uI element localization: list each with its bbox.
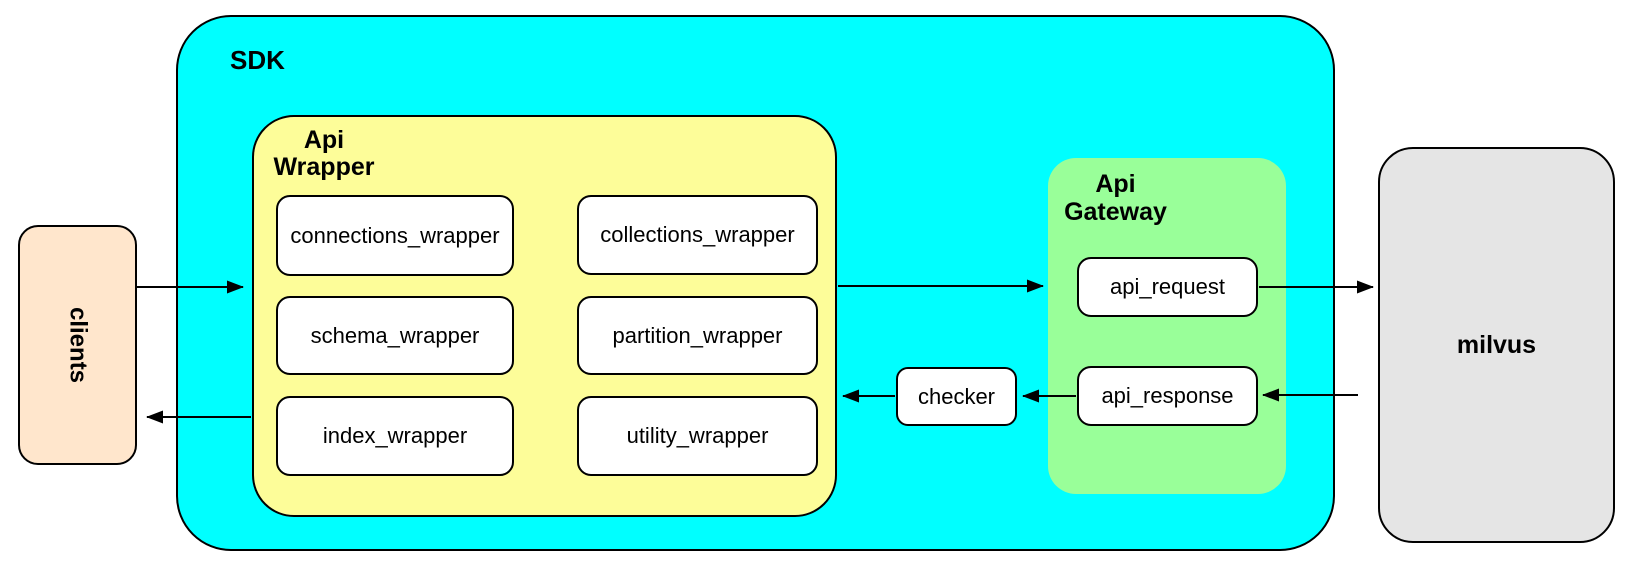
wrapper-box-partition-label: partition_wrapper [612,322,783,348]
wrapper-box-partition: partition_wrapper [577,296,818,375]
milvus-box: milvus [1378,147,1615,543]
wrapper-box-index-label: index_wrapper [322,423,468,448]
checker-box: checker [896,367,1017,426]
clients-label: clients [64,306,92,384]
wrapper-box-connections-label: connections_wrapper [290,222,500,248]
wrapper-box-schema-label: schema_wrapper [310,322,480,348]
clients-box: clients [18,225,137,465]
api-response-label: api_response [1101,383,1234,408]
api-wrapper-label: Api Wrapper [273,126,375,181]
api-gateway-container: Api Gateway [1048,158,1286,494]
milvus-label: milvus [1456,330,1537,359]
wrapper-box-collections: collections_wrapper [577,195,818,275]
wrapper-box-schema: schema_wrapper [276,296,514,375]
api-request-box: api_request [1077,257,1258,317]
wrapper-box-collections-label: collections_wrapper [600,222,795,247]
wrapper-box-utility: utility_wrapper [577,396,818,476]
wrapper-box-connections: connections_wrapper [276,195,514,276]
wrapper-box-utility-label: utility_wrapper [626,423,769,448]
sdk-label: SDK [230,45,285,75]
api-response-box: api_response [1077,366,1258,426]
api-gateway-label: Api Gateway [1064,170,1167,226]
api-request-label: api_request [1110,274,1225,299]
checker-label: checker [917,383,996,409]
wrapper-box-index: index_wrapper [276,396,514,476]
